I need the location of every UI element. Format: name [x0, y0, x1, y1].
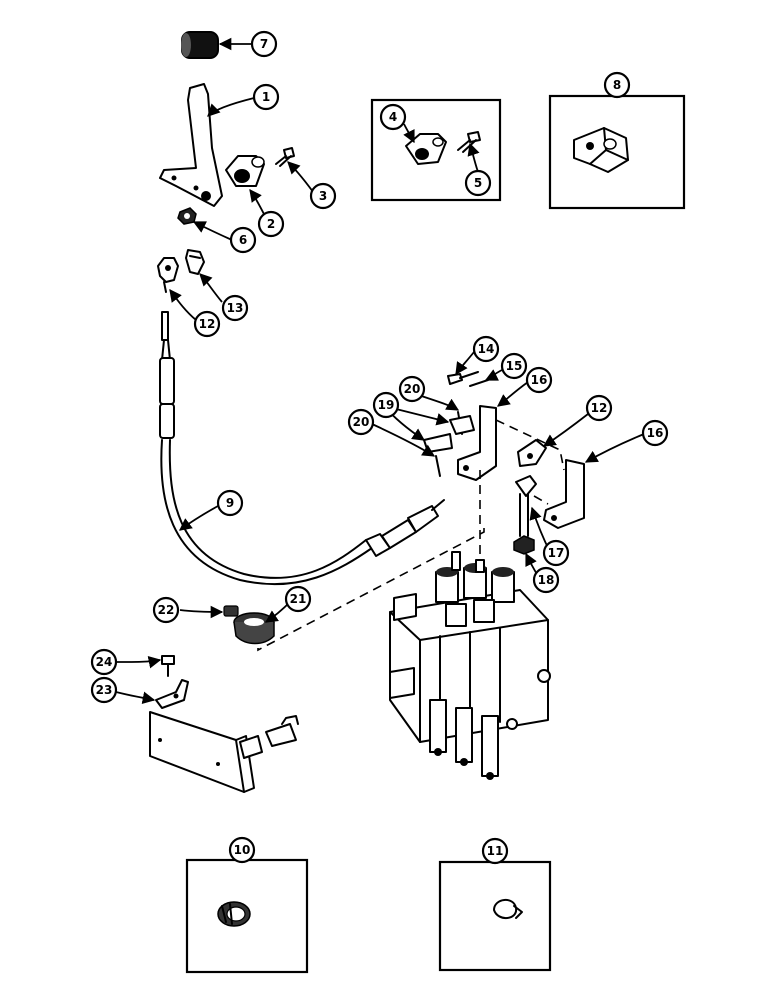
callout-17: 17: [542, 539, 570, 567]
svg-text:13: 13: [227, 301, 244, 315]
callout-6: 6: [229, 226, 257, 254]
callout-21: 21: [284, 585, 312, 613]
callout-1: 1: [252, 83, 280, 111]
nut-part-18: [513, 535, 535, 555]
callout-20-lower: 20: [347, 408, 375, 436]
alignment-line-swivel: [533, 495, 549, 505]
bracket-part-23: [155, 679, 189, 709]
clevis-part-12-right: [517, 439, 547, 467]
pivot-part-4: [405, 133, 447, 165]
nut-part-6: [177, 207, 197, 225]
callout-5: 5: [464, 169, 492, 197]
callout-13: 13: [221, 294, 249, 322]
callout-2: 2: [257, 210, 285, 238]
svg-text:23: 23: [96, 683, 113, 697]
svg-text:21: 21: [290, 592, 307, 606]
svg-text:9: 9: [226, 496, 234, 510]
svg-text:16: 16: [647, 426, 664, 440]
bracket-part-16-right: [543, 459, 585, 529]
svg-text:7: 7: [260, 37, 268, 51]
block-part-8: [573, 127, 629, 173]
setscrew-part-22: [223, 605, 239, 617]
cap-part-21: [233, 612, 275, 645]
svg-text:22: 22: [158, 603, 175, 617]
callout-16-upper: 16: [525, 366, 553, 394]
alignment-line-upper: [495, 419, 565, 471]
svg-text:24: 24: [96, 655, 113, 669]
callout-23: 23: [90, 676, 118, 704]
svg-text:16: 16: [531, 373, 548, 387]
callout-12-left: 12: [193, 310, 221, 338]
pin-part-19: [423, 415, 475, 453]
svg-text:20: 20: [404, 382, 421, 396]
svg-text:20: 20: [353, 415, 370, 429]
control-valve-assembly: [389, 551, 551, 780]
svg-text:1: 1: [262, 90, 270, 104]
svg-text:8: 8: [613, 78, 621, 92]
screw-part-24: [161, 655, 175, 677]
svg-text:3: 3: [319, 189, 327, 203]
clevis-part-12: [157, 257, 179, 293]
callout-19: 19: [372, 391, 400, 419]
callout-14: 14: [472, 335, 500, 363]
callout-22: 22: [152, 596, 180, 624]
callout-8: 8: [603, 71, 631, 99]
svg-text:4: 4: [389, 110, 397, 124]
callout-18: 18: [532, 566, 560, 594]
lever-part-1: [159, 83, 223, 207]
pivot-part-2: [225, 155, 265, 187]
svg-text:19: 19: [378, 398, 395, 412]
svg-text:11: 11: [487, 844, 504, 858]
bracket-part-16-left: [457, 405, 497, 481]
mounting-plate: [149, 711, 255, 793]
callout-11: 11: [481, 837, 509, 865]
svg-text:14: 14: [478, 342, 495, 356]
callout-12-right: 12: [585, 394, 613, 422]
bolt-part-3: [275, 147, 295, 167]
svg-text:12: 12: [199, 317, 216, 331]
callout-20-upper: 20: [398, 375, 426, 403]
alignment-line-cable-to-valve: [257, 528, 485, 652]
svg-text:6: 6: [239, 233, 247, 247]
svg-text:12: 12: [591, 401, 608, 415]
callout-3: 3: [309, 182, 337, 210]
swivel-part-17: [515, 475, 537, 537]
svg-text:2: 2: [267, 217, 275, 231]
inset-box-11: [438, 860, 552, 972]
pin-part-14: [447, 371, 479, 385]
callout-10: 10: [228, 836, 256, 864]
callout-24: 24: [90, 648, 118, 676]
cotter-part-20-lower: [435, 455, 441, 477]
callout-4: 4: [379, 103, 407, 131]
retainer-part-13: [185, 249, 205, 275]
callout-9: 9: [216, 489, 244, 517]
svg-text:18: 18: [538, 573, 555, 587]
plug-part-11: [493, 899, 523, 919]
callout-7: 7: [250, 30, 278, 58]
control-cable-part-9: [159, 311, 445, 586]
plug-fittings: [239, 715, 299, 759]
knob-part-7: [181, 31, 219, 59]
svg-text:15: 15: [506, 359, 523, 373]
svg-text:10: 10: [234, 843, 251, 857]
svg-text:5: 5: [474, 176, 482, 190]
callout-15: 15: [500, 352, 528, 380]
grommet-part-10: [217, 901, 251, 927]
callout-16-lower: 16: [641, 419, 669, 447]
svg-text:17: 17: [548, 546, 565, 560]
cotter-part-15: [469, 379, 489, 387]
